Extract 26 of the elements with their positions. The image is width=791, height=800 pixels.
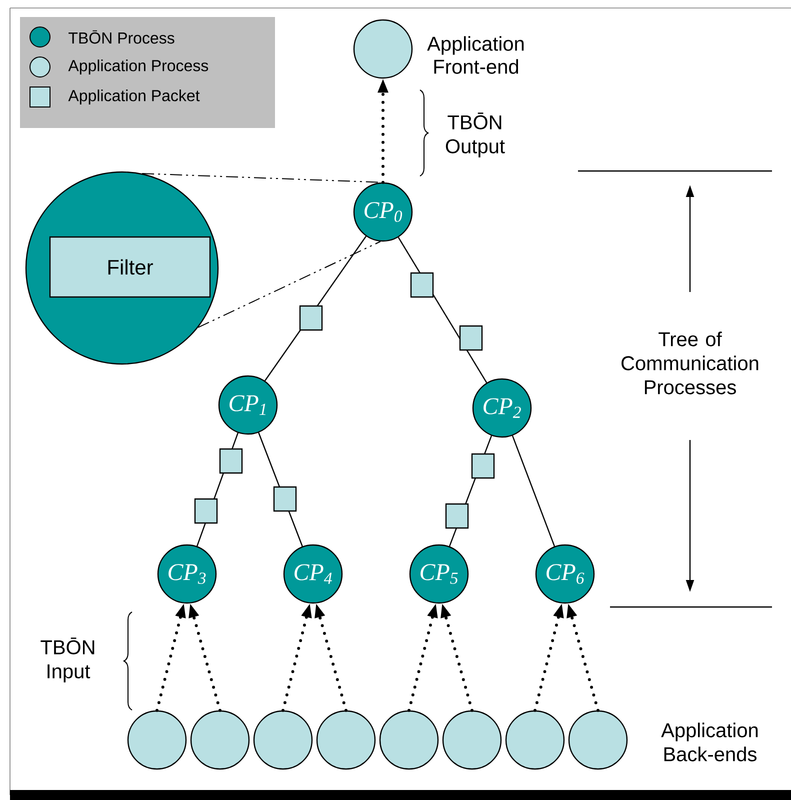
connector-line [196, 432, 239, 546]
connector-line [448, 435, 492, 547]
filter-box: Filter [49, 236, 211, 298]
legend-label: Application Process [68, 60, 208, 74]
application-circle [568, 710, 628, 770]
annotation-text: Application Back-ends [661, 722, 758, 762]
annotation-text: TBŌN Input [40, 638, 94, 682]
connector-line [258, 432, 303, 547]
application-circle [190, 710, 250, 770]
leader-line [198, 241, 381, 328]
connector-line [264, 236, 367, 382]
connector-line [512, 435, 556, 547]
legend-label: Application Packet [68, 90, 200, 104]
application-circle [127, 710, 187, 770]
annotation-text: TBŌN Output [446, 112, 505, 158]
connector-line [398, 237, 488, 384]
application-circle [353, 19, 413, 79]
application-circle [442, 710, 502, 770]
annotation-text: Tree of Communication Processes [622, 332, 758, 394]
legend-label: TBŌN Process [68, 30, 174, 44]
application-circle [253, 710, 313, 770]
application-circle [505, 710, 565, 770]
node-caption: Application Front-end [427, 36, 524, 74]
application-circle [379, 710, 439, 770]
leader-line [142, 173, 384, 183]
application-circle [316, 710, 376, 770]
